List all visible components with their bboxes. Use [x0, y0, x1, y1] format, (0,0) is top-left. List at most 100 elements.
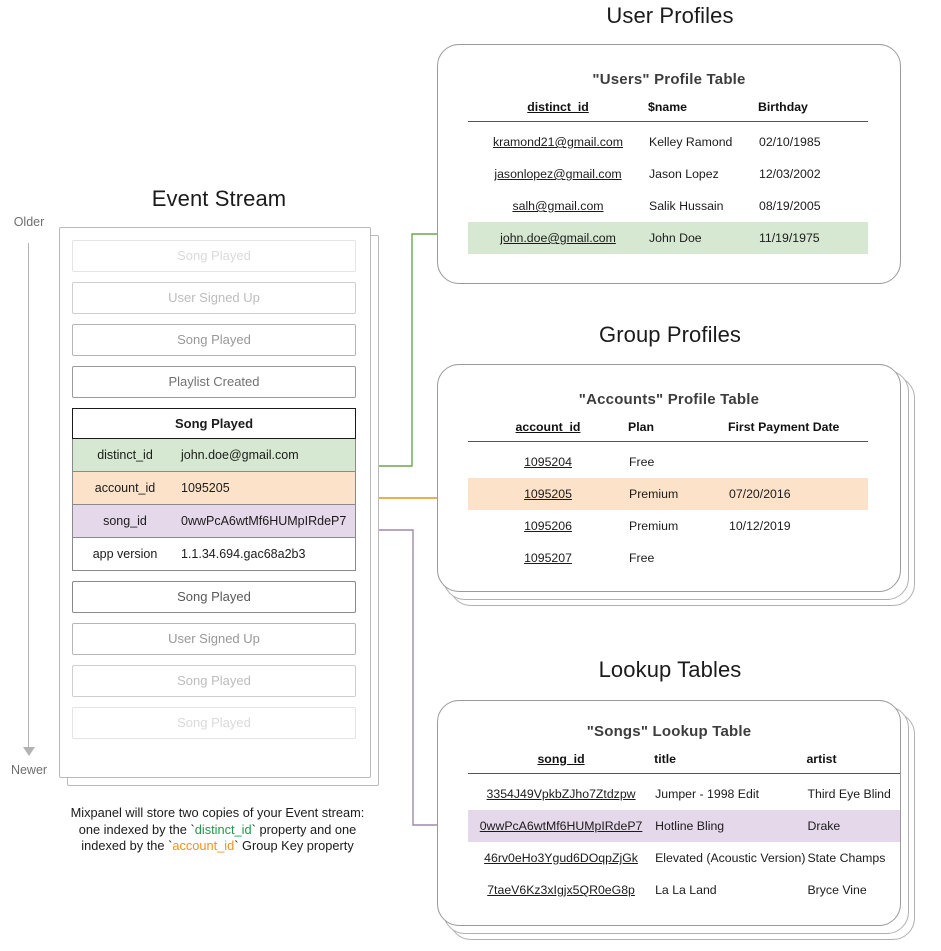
table-cell-key: jasonlopez@gmail.com — [494, 167, 622, 181]
table-cell: 1095204 — [468, 442, 628, 479]
table-cell: 08/19/2005 — [759, 199, 821, 213]
table-cell-key: 1095207 — [524, 551, 572, 565]
table-cell: John Doe — [648, 222, 758, 254]
table-cell: kramond21@gmail.com — [468, 122, 648, 159]
event-property-value: 1095205 — [181, 481, 230, 495]
event-row[interactable]: Playlist Created — [72, 366, 356, 398]
event-row[interactable]: Song Played — [72, 665, 356, 697]
songs-table-title: "Songs" Lookup Table — [586, 723, 752, 740]
event-property-key: app version — [92, 547, 158, 561]
column-header: account_id — [515, 420, 581, 434]
table-row[interactable]: 1095204 Free — [468, 442, 868, 479]
table-cell: Hotline Bling — [654, 810, 807, 842]
lookup-tables-title: Lookup Tables — [598, 657, 742, 682]
table-cell: Premium — [628, 478, 728, 510]
table-cell: salh@gmail.com — [468, 190, 648, 222]
event-row[interactable]: Song Played — [72, 707, 356, 739]
songs-lookup-table: song_id title artist 3354J49VpkbZJho7Ztdzp… — [468, 752, 900, 906]
table-cell: Free — [629, 455, 655, 469]
table-cell-key: john.doe@gmail.com — [500, 231, 616, 245]
table-header-row: song_id title artist — [468, 752, 900, 774]
event-row[interactable]: User Signed Up — [72, 623, 356, 655]
table-header-row: distinct_id $name Birthday — [468, 100, 868, 122]
table-cell-key: 0wwPcA6wtMf6HUMpIRdeP7 — [479, 819, 643, 833]
table-row[interactable]: 1095206 Premium 10/12/2019 — [468, 510, 868, 542]
event-property-key: song_id — [103, 514, 147, 528]
column-header: artist — [806, 752, 837, 766]
event-row[interactable]: Song Played — [72, 581, 356, 613]
table-cell: Jumper - 1998 Edit — [655, 787, 759, 801]
column-header: title — [654, 752, 676, 766]
column-header: distinct_id — [527, 100, 589, 114]
table-cell: john.doe@gmail.com — [468, 222, 648, 254]
table-cell: 0wwPcA6wtMf6HUMpIRdeP7 — [468, 810, 655, 842]
caption-line-3-post: ` Group Key property — [234, 838, 354, 853]
table-cell-key: kramond21@gmail.com — [492, 135, 624, 149]
users-profile-table: distinct_id $name Birthday kramond21@gmail… — [468, 100, 868, 254]
table-cell: 1095205 — [468, 478, 628, 510]
table-cell: Bryce Vine — [807, 883, 867, 897]
table-cell: Third Eye Blind — [807, 787, 891, 801]
column-header: Plan — [628, 420, 654, 434]
caption-line-1: Mixpanel will store two copies of your E… — [70, 805, 365, 820]
table-cell: 12/03/2002 — [759, 167, 821, 181]
column-header: song_id — [537, 752, 585, 766]
column-header: Birthday — [758, 100, 808, 114]
table-row[interactable]: jasonlopez@gmail.com Jason Lopez 12/03/200… — [468, 158, 868, 190]
caption-distinct-id-key: distinct_id — [194, 821, 252, 837]
caption-line-3-pre: indexed by the ` — [81, 838, 173, 853]
table-cell: Jason Lopez — [649, 167, 719, 181]
column-header: First Payment Date — [728, 420, 840, 434]
table-cell-key: 3354J49VpkbZJho7Ztdzpw — [486, 787, 636, 801]
expanded-event-name: Song Played — [72, 408, 356, 439]
table-cell: jasonlopez@gmail.com — [468, 158, 648, 190]
table-row[interactable]: 3354J49VpkbZJho7Ztdzpw Jumper - 1998 Edit… — [468, 774, 900, 811]
table-row[interactable]: kramond21@gmail.com Kelley Ramond 02/10/19… — [468, 122, 868, 159]
event-row[interactable]: User Signed Up — [72, 282, 356, 314]
table-cell: 1095207 — [468, 542, 628, 574]
accounts-table-title: "Accounts" Profile Table — [578, 391, 760, 408]
event-row[interactable]: Song Played — [72, 324, 356, 356]
songs-lookup-card-wrap: "Songs" Lookup Table song_id title artist … — [437, 700, 915, 950]
table-body: 3354J49VpkbZJho7Ztdzpw Jumper - 1998 Edit… — [468, 774, 900, 907]
table-cell — [728, 542, 868, 574]
table-cell: Elevated (Acoustic Version) — [655, 851, 806, 865]
column-header: $name — [648, 100, 687, 114]
time-axis-newer-label: Newer — [10, 763, 48, 777]
table-cell-key: 7taeV6Kz3xIgjx5QR0eG8p — [487, 883, 635, 897]
caption-line-2-post: ` property and one — [251, 821, 357, 837]
table-cell-key: 1095206 — [524, 519, 572, 533]
accounts-profile-table: account_id Plan First Payment Date 1095204… — [468, 420, 868, 574]
table-cell-key: 1095205 — [524, 487, 572, 501]
table-cell-key: 1095204 — [524, 455, 572, 469]
table-cell: 46rv0eHo3Ygud6DOqpZjGk — [468, 842, 654, 874]
table-cell: 02/10/1985 — [759, 135, 821, 149]
caption-account-id-key: account_id — [172, 838, 235, 853]
table-cell: Kelley Ramond — [649, 135, 733, 149]
time-axis: Older Newer — [0, 215, 58, 785]
table-cell: Premium — [629, 519, 679, 533]
time-axis-older-label: Older — [13, 215, 45, 229]
time-axis-line — [28, 243, 29, 753]
event-row[interactable]: Song Played — [72, 240, 356, 272]
table-header-row: account_id Plan First Payment Date — [468, 420, 868, 442]
table-cell: 10/12/2019 — [729, 519, 791, 533]
